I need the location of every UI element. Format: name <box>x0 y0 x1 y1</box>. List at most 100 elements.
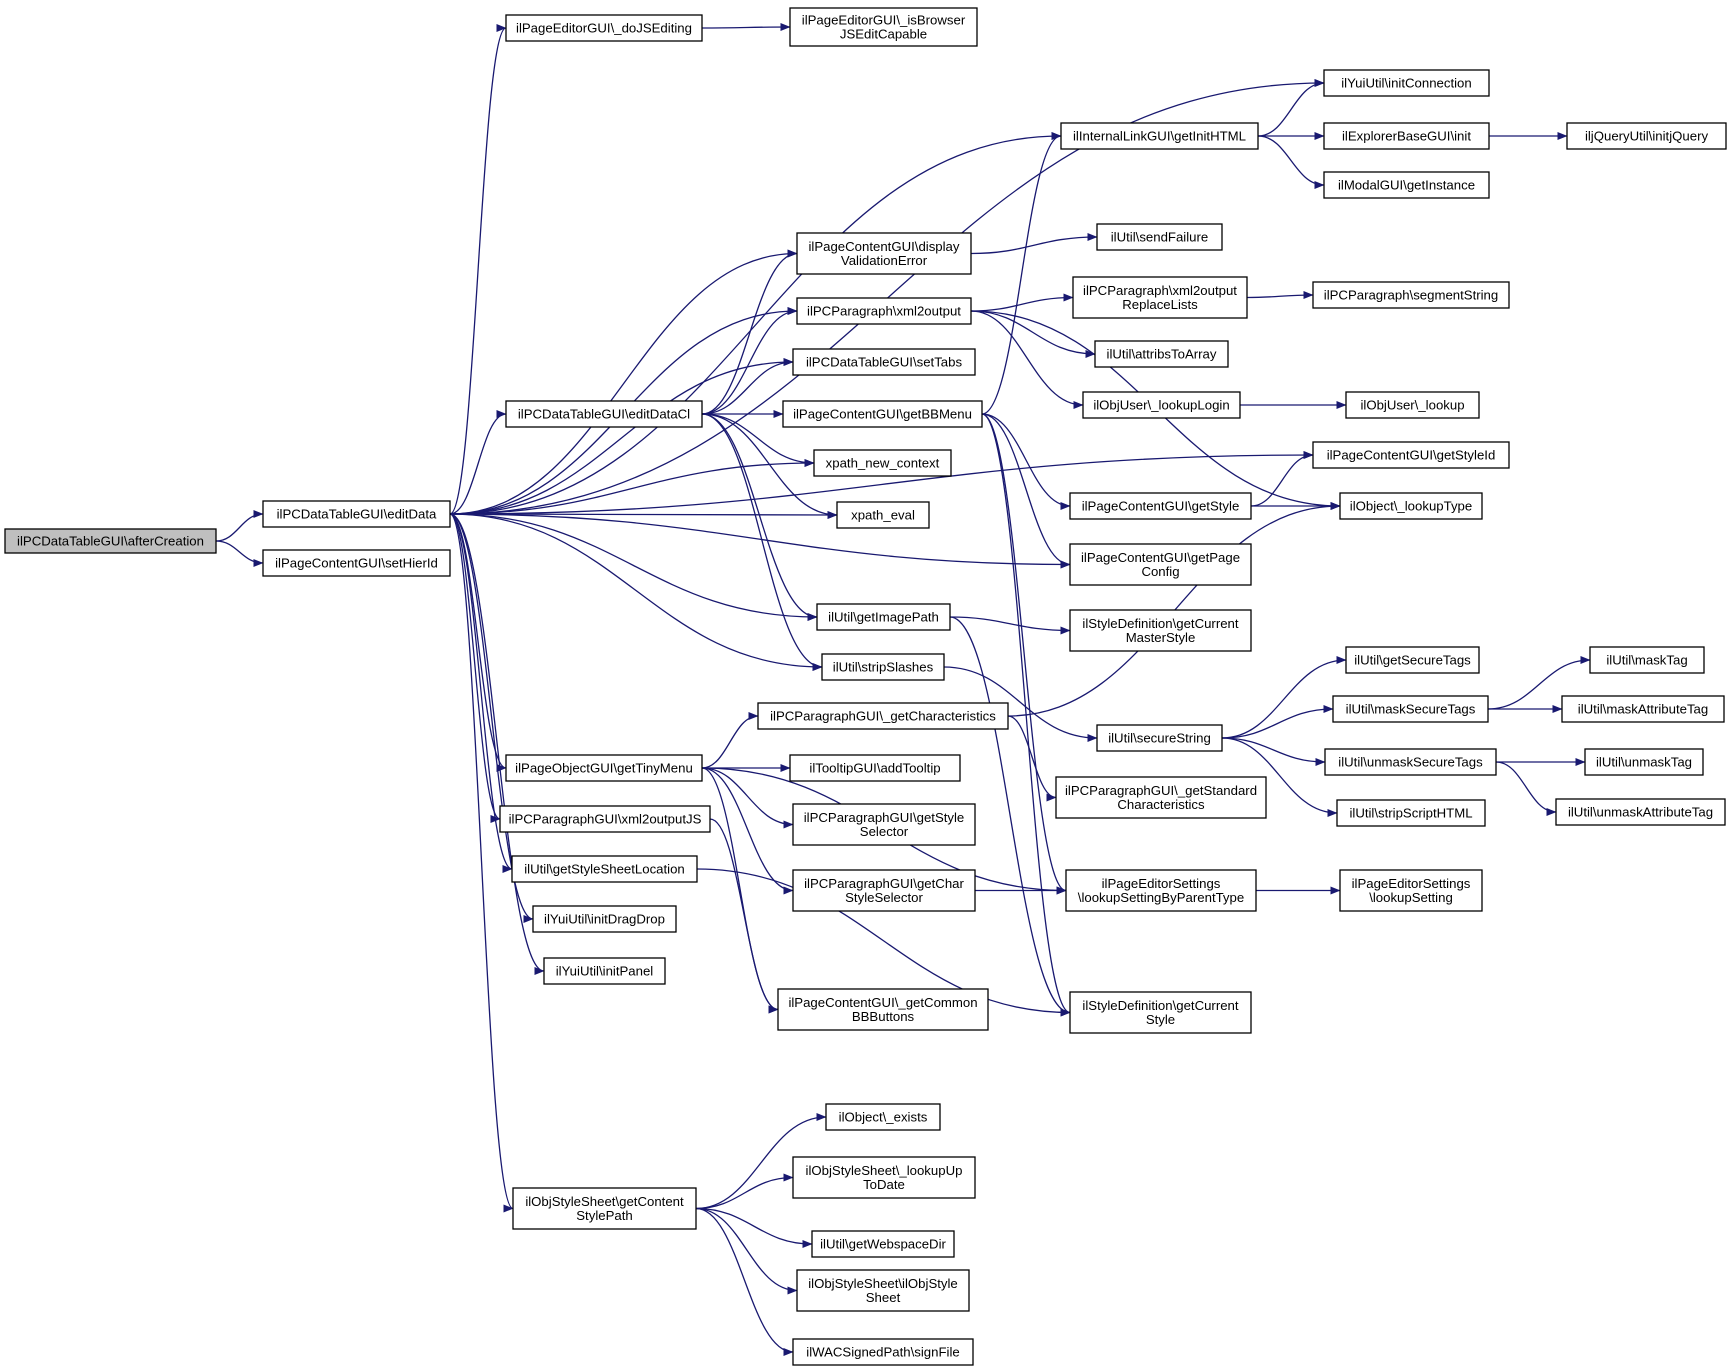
node-get-characteristics[interactable]: ilPCParagraphGUI\_getCharacteristics <box>757 702 1009 730</box>
node-edit-data-cl[interactable]: ilPCDataTableGUI\editDataCl <box>505 400 703 428</box>
node-set-hier-id[interactable]: ilPageContentGUI\setHierId <box>262 549 451 577</box>
edge-get-tiny-menu-to-get-style-selector <box>701 767 794 829</box>
node-set-tabs[interactable]: ilPCDataTableGUI\setTabs <box>792 348 976 376</box>
edge-get-content-style-path-to-object-exists <box>695 1113 827 1210</box>
node-label: ilObjStyleSheet\_lookupUp <box>806 1163 963 1178</box>
edge-line <box>701 767 794 829</box>
node-label: ilPageEditorSettings <box>1352 876 1471 891</box>
node-do-jsediting[interactable]: ilPageEditorGUI\_doJSEditing <box>505 14 703 42</box>
node-attribs-to-array[interactable]: ilUtil\attribsToArray <box>1094 340 1229 368</box>
node-label: \lookupSetting <box>1369 890 1453 905</box>
edge-line <box>695 1207 813 1248</box>
edge-do-jsediting-to-is-browser-jsedit-capable <box>701 23 791 32</box>
edge-line <box>449 513 513 873</box>
node-segment-string[interactable]: ilPCParagraph\segmentString <box>1312 281 1510 309</box>
node-init-drag-drop[interactable]: ilYuiUtil\initDragDrop <box>532 905 677 933</box>
node-get-init-html[interactable]: ilInternalLinkGUI\getInitHTML <box>1060 122 1259 150</box>
node-label: xpath_eval <box>851 508 915 523</box>
node-label: xpath_new_context <box>826 456 940 471</box>
edge-line <box>449 513 818 621</box>
node-modal-get-instance[interactable]: ilModalGUI\getInstance <box>1323 171 1490 199</box>
node-get-secure-tags[interactable]: ilUtil\getSecureTags <box>1345 646 1480 674</box>
node-box <box>1345 391 1480 419</box>
node-get-style-sheet-location[interactable]: ilUtil\getStyleSheetLocation <box>511 855 698 883</box>
node-box <box>1323 69 1490 97</box>
node-box <box>505 14 703 42</box>
node-xpath-new-context[interactable]: xpath_new_context <box>813 449 952 477</box>
edge-line <box>1257 135 1325 189</box>
edge-edit-data-to-xpath-eval <box>449 510 838 519</box>
node-root[interactable]: ilPCDataTableGUI\afterCreation <box>4 528 217 554</box>
node-unmask-secure-tags[interactable]: ilUtil\unmaskSecureTags <box>1324 748 1497 776</box>
node-mask-attribute-tag[interactable]: ilUtil\maskAttributeTag <box>1561 695 1725 723</box>
node-get-bbmenu[interactable]: ilPageContentGUI\getBBMenu <box>782 400 983 428</box>
node-unmask-tag[interactable]: ilUtil\unmaskTag <box>1584 748 1704 776</box>
node-explorer-init[interactable]: ilExplorerBaseGUI\init <box>1323 122 1490 150</box>
node-get-style[interactable]: ilPageContentGUI\getStyle <box>1069 492 1252 520</box>
node-get-standard-characteristics[interactable]: ilPCParagraphGUI\_getStandardCharacteris… <box>1055 776 1267 819</box>
node-strip-slashes[interactable]: ilUtil\stripSlashes <box>821 653 945 681</box>
node-lookup-type[interactable]: ilObject\_lookupType <box>1339 492 1483 520</box>
node-obj-user-lookup[interactable]: ilObjUser\_lookup <box>1345 391 1480 419</box>
node-mask-tag[interactable]: ilUtil\maskTag <box>1589 646 1705 674</box>
node-mask-secure-tags[interactable]: ilUtil\maskSecureTags <box>1332 695 1489 723</box>
node-xml2output-js[interactable]: ilPCParagraphGUI\xml2outputJS <box>499 805 711 833</box>
node-add-tooltip[interactable]: ilTooltipGUI\addTooltip <box>789 754 961 782</box>
node-box <box>792 1338 974 1366</box>
node-label: ilPCParagraphGUI\getChar <box>804 876 964 891</box>
edge-line <box>970 310 1084 409</box>
node-get-tiny-menu[interactable]: ilPageObjectGUI\getTinyMenu <box>505 754 703 782</box>
node-lookup-setting[interactable]: ilPageEditorSettings\lookupSetting <box>1339 869 1483 912</box>
node-label: ilUtil\getSecureTags <box>1354 653 1471 668</box>
node-box <box>1566 122 1727 150</box>
node-label: ilObjUser\_lookupLogin <box>1093 398 1229 413</box>
node-label: ilPCParagraphGUI\getStyle <box>804 810 965 825</box>
node-secure-string[interactable]: ilUtil\secureString <box>1096 724 1223 752</box>
node-init-connection[interactable]: ilYuiUtil\initConnection <box>1323 69 1490 97</box>
node-box <box>777 988 989 1031</box>
node-label: ilUtil\sendFailure <box>1111 230 1208 245</box>
node-object-exists[interactable]: ilObject\_exists <box>825 1103 941 1131</box>
node-label: JSEditCapable <box>840 27 927 42</box>
edge-get-content-style-path-to-get-webspace-dir <box>695 1207 813 1248</box>
node-xml2output[interactable]: ilPCParagraph\xml2output <box>796 297 972 325</box>
node-init-panel[interactable]: ilYuiUtil\initPanel <box>543 957 666 985</box>
node-unmask-attribute-tag[interactable]: ilUtil\unmaskAttributeTag <box>1555 798 1726 826</box>
node-lookup-setting-by-parent-type[interactable]: ilPageEditorSettings\lookupSettingByPare… <box>1065 869 1257 912</box>
node-label: ilYuiUtil\initDragDrop <box>544 912 665 927</box>
node-get-webspace-dir[interactable]: ilUtil\getWebspaceDir <box>811 1230 955 1258</box>
node-label: ilPCParagraphGUI\xml2outputJS <box>509 812 702 827</box>
node-initj-query[interactable]: iljQueryUtil\initjQuery <box>1566 122 1727 150</box>
node-strip-script-html[interactable]: ilUtil\stripScriptHTML <box>1336 799 1486 827</box>
edge-edit-data-to-get-tiny-menu <box>449 513 507 772</box>
node-sign-file[interactable]: ilWACSignedPath\signFile <box>792 1338 974 1366</box>
node-label: Style <box>1146 1012 1175 1027</box>
edge-get-bbmenu-to-get-style <box>981 413 1071 510</box>
node-edit-data[interactable]: ilPCDataTableGUI\editData <box>262 500 451 528</box>
node-il-obj-style-sheet-ctor[interactable]: ilObjStyleSheet\ilObjStyleSheet <box>796 1269 970 1312</box>
edge-get-style-sheet-location-to-get-current-style <box>696 868 1071 1017</box>
node-get-style-id[interactable]: ilPageContentGUI\getStyleId <box>1312 441 1510 469</box>
node-box <box>1096 223 1223 251</box>
edge-get-bbmenu-to-get-current-style <box>981 413 1071 1017</box>
node-get-image-path[interactable]: ilUtil\getImagePath <box>816 603 951 631</box>
node-label: ilPCParagraph\xml2output <box>807 304 961 319</box>
edge-line <box>695 1207 798 1295</box>
node-lookup-login[interactable]: ilObjUser\_lookupLogin <box>1082 391 1241 419</box>
graph-nodes: ilPCDataTableGUI\afterCreation ilPCDataTa… <box>4 7 1727 1366</box>
node-box <box>1332 695 1489 723</box>
node-box <box>532 905 677 933</box>
node-send-failure[interactable]: ilUtil\sendFailure <box>1096 223 1223 251</box>
node-xpath-eval[interactable]: xpath_eval <box>836 501 930 529</box>
